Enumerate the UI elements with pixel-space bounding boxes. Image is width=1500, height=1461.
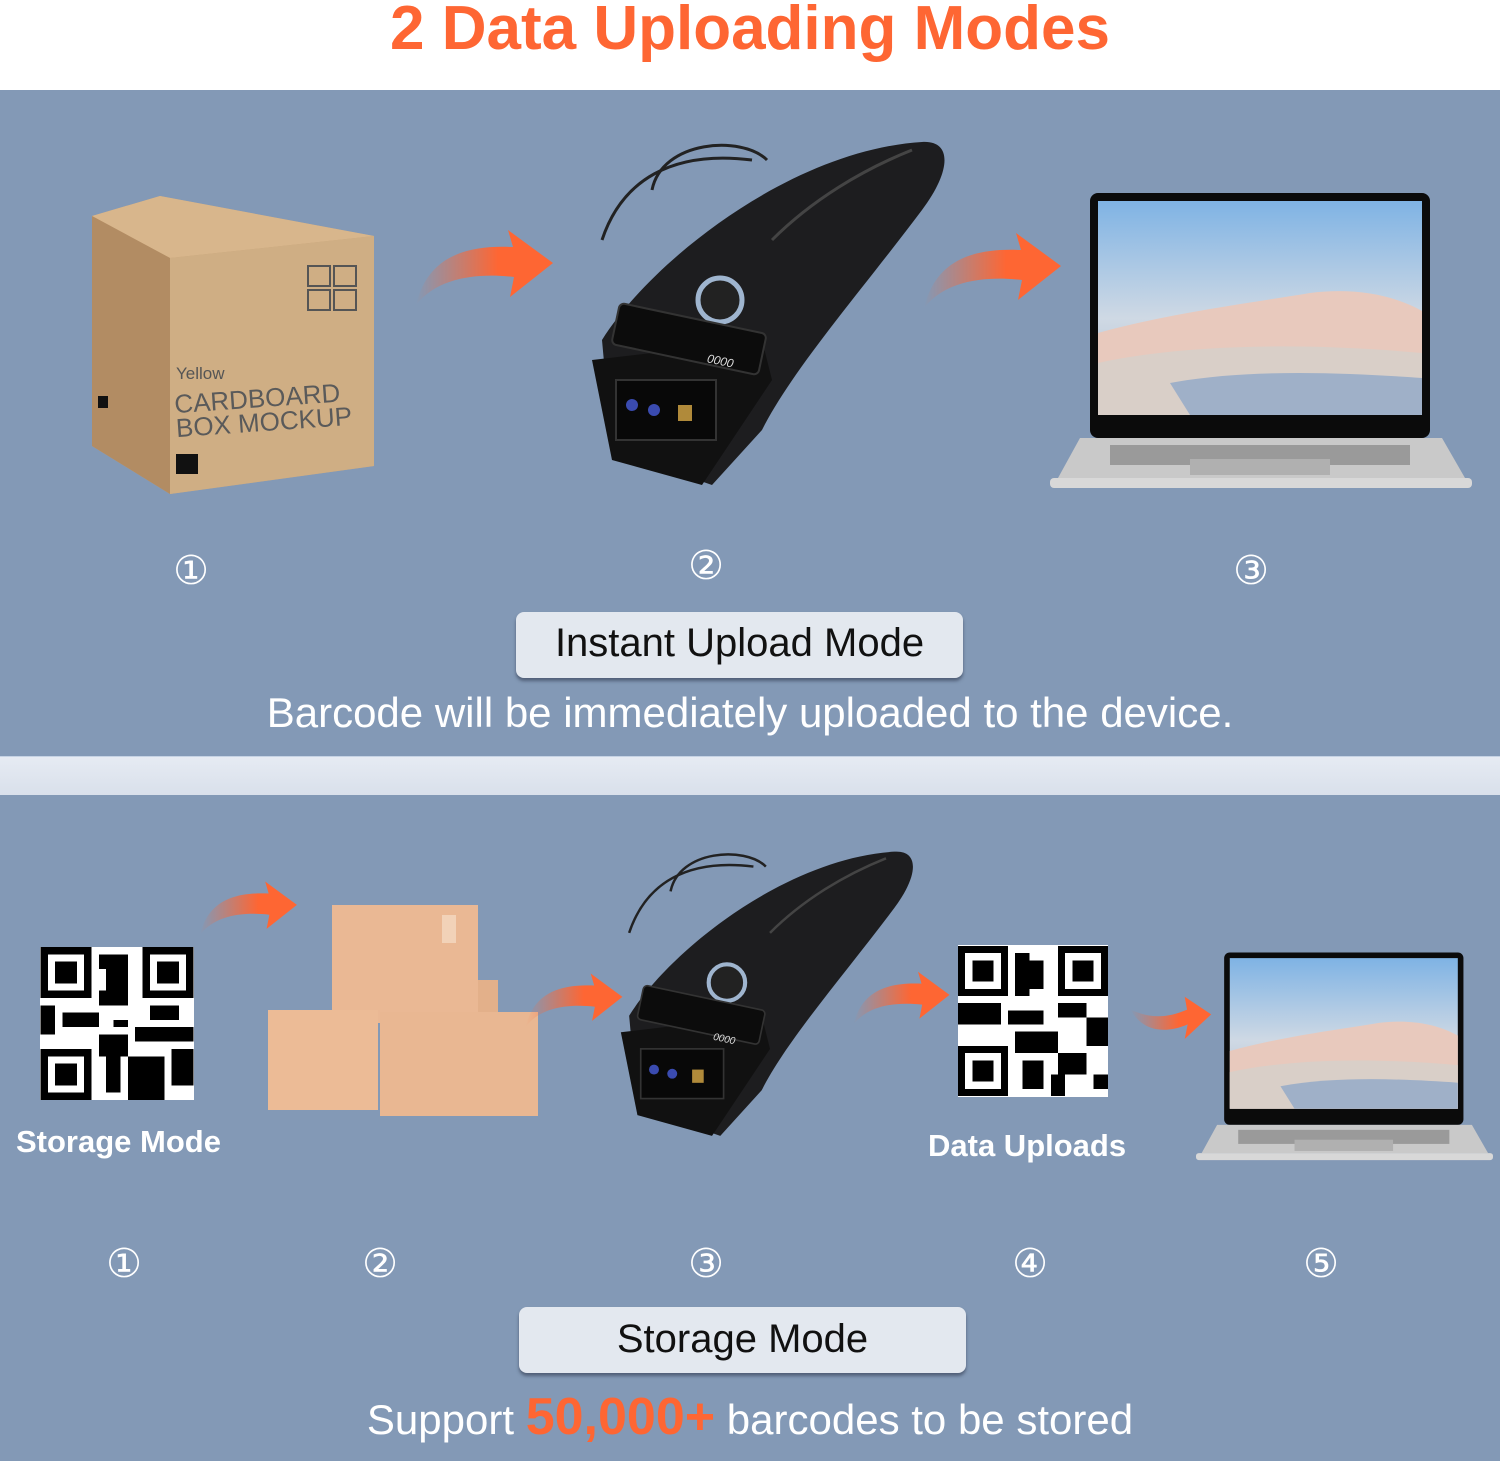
- barcode-scanner-image: 0000: [615, 850, 925, 1140]
- step-number: ②: [362, 1241, 398, 1287]
- laptop-image: [1196, 952, 1493, 1162]
- step-number: ④: [1012, 1241, 1048, 1287]
- step-number: ②: [688, 543, 724, 589]
- arrow-right-icon: [916, 228, 1066, 318]
- section-divider: [0, 756, 1500, 796]
- step-number: ①: [173, 548, 209, 594]
- page-title: 2 Data Uploading Modes: [390, 0, 1110, 63]
- box-title-text: CARDBOARD BOX MOCKUP: [173, 377, 353, 444]
- storage-mode-description: Support 50,000+ barcodes to be stored: [366, 1388, 1134, 1446]
- step-number: ⑤: [1303, 1241, 1339, 1287]
- barcode-scanner-image: 0000: [592, 140, 952, 490]
- arrow-right-icon: [190, 878, 305, 943]
- arrow-right-icon: [848, 968, 953, 1033]
- step-number: ③: [1233, 548, 1269, 594]
- cardboard-box-image: Yellow CARDBOARD BOX MOCKUP: [92, 196, 374, 494]
- data-uploads-label: Data Uploads: [928, 1128, 1127, 1163]
- laptop-image: [1050, 193, 1472, 490]
- storage-capacity-highlight: 50,000+: [525, 1388, 716, 1446]
- storage-mode-label: Storage Mode: [16, 1124, 221, 1159]
- arrow-right-icon: [408, 225, 558, 315]
- arrow-right-icon: [518, 970, 628, 1035]
- stacked-boxes-image: [266, 900, 541, 1120]
- qr-code-image: [40, 947, 194, 1100]
- step-number: ③: [688, 1241, 724, 1287]
- storage-mode-badge: Storage Mode: [519, 1307, 966, 1373]
- instant-mode-description: Barcode will be immediately uploaded to …: [266, 689, 1234, 736]
- qr-code-image: [958, 945, 1108, 1097]
- step-number: ①: [106, 1241, 142, 1287]
- box-brand-text: Yellow: [176, 364, 225, 383]
- instant-upload-mode-badge: Instant Upload Mode: [516, 612, 963, 678]
- arrow-right-icon: [1115, 992, 1225, 1047]
